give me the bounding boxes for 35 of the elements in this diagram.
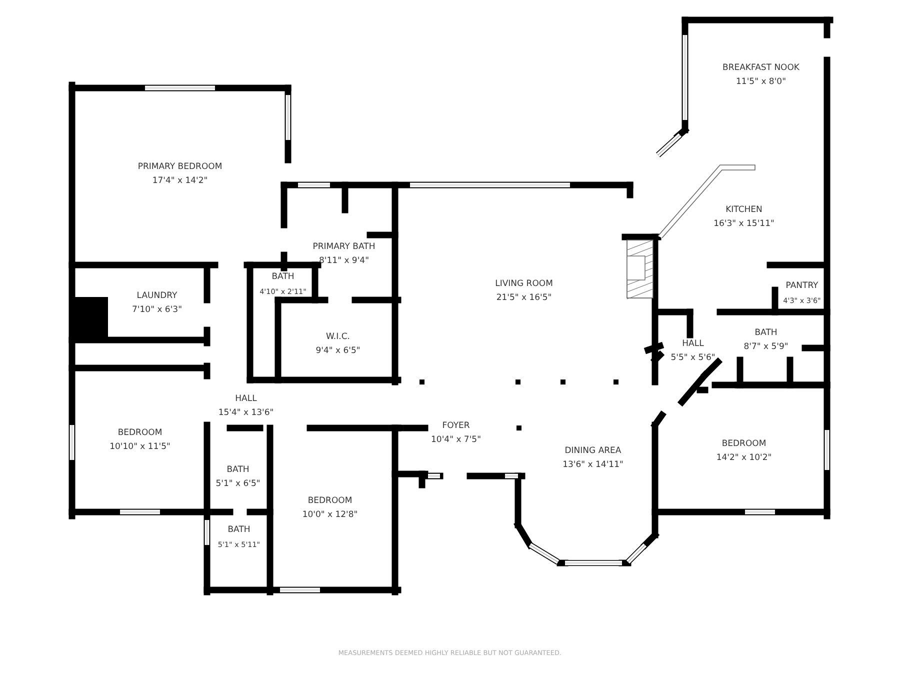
room-dimension: 16'3" x 15'11" bbox=[714, 219, 774, 230]
room-name: PANTRY bbox=[786, 281, 818, 292]
room-dimension: 5'5" x 5'6" bbox=[670, 353, 716, 364]
room-name: PRIMARY BEDROOM bbox=[138, 162, 222, 173]
room-name: BEDROOM bbox=[118, 428, 162, 439]
room-name: HALL bbox=[682, 339, 704, 350]
room-name: DINING AREA bbox=[564, 446, 622, 457]
room-name: W.I.C. bbox=[326, 332, 350, 343]
room-dimension: 13'6" x 14'11" bbox=[562, 460, 624, 471]
room-name: BEDROOM bbox=[308, 496, 352, 507]
room-dimension: 10'0" x 12'8" bbox=[302, 510, 358, 521]
room-name: BATH bbox=[754, 328, 778, 339]
room-dimension: 8'11" x 9'4" bbox=[319, 256, 369, 267]
room-name: KITCHEN bbox=[726, 205, 762, 216]
room-dimension: 11'5" x 8'0" bbox=[736, 77, 786, 88]
room-dimension: 14'2" x 10'2" bbox=[716, 453, 772, 464]
room-dimension: 17'4" x 14'2" bbox=[152, 176, 208, 187]
room-name: BEDROOM bbox=[722, 439, 766, 450]
room-dimension: 9'4" x 6'5" bbox=[316, 346, 360, 357]
room-name: BREAKFAST NOOK bbox=[722, 63, 800, 74]
room-name: FOYER bbox=[442, 421, 470, 432]
room-name: LIVING ROOM bbox=[495, 279, 553, 290]
room-dimension: 10'4" x 7'5" bbox=[431, 435, 481, 446]
room-dimension: 5'1" x 6'5" bbox=[216, 479, 260, 490]
room-name: HALL bbox=[235, 394, 257, 405]
room-name: BATH bbox=[226, 465, 250, 476]
room-dimension: 15'4" x 13'6" bbox=[218, 408, 274, 419]
room-name: BATH bbox=[272, 272, 294, 283]
room-dimension: 10'10" x 11'5" bbox=[110, 442, 170, 453]
room-name: LAUNDRY bbox=[136, 291, 178, 302]
room-dimension: 8'7" x 5'9" bbox=[744, 342, 788, 353]
room-dimension: 21'5" x 16'5" bbox=[496, 293, 552, 304]
room-name: PRIMARY BATH bbox=[312, 242, 376, 253]
room-name: BATH bbox=[228, 525, 250, 536]
room-dimension: 7'10" x 6'3" bbox=[132, 305, 182, 316]
